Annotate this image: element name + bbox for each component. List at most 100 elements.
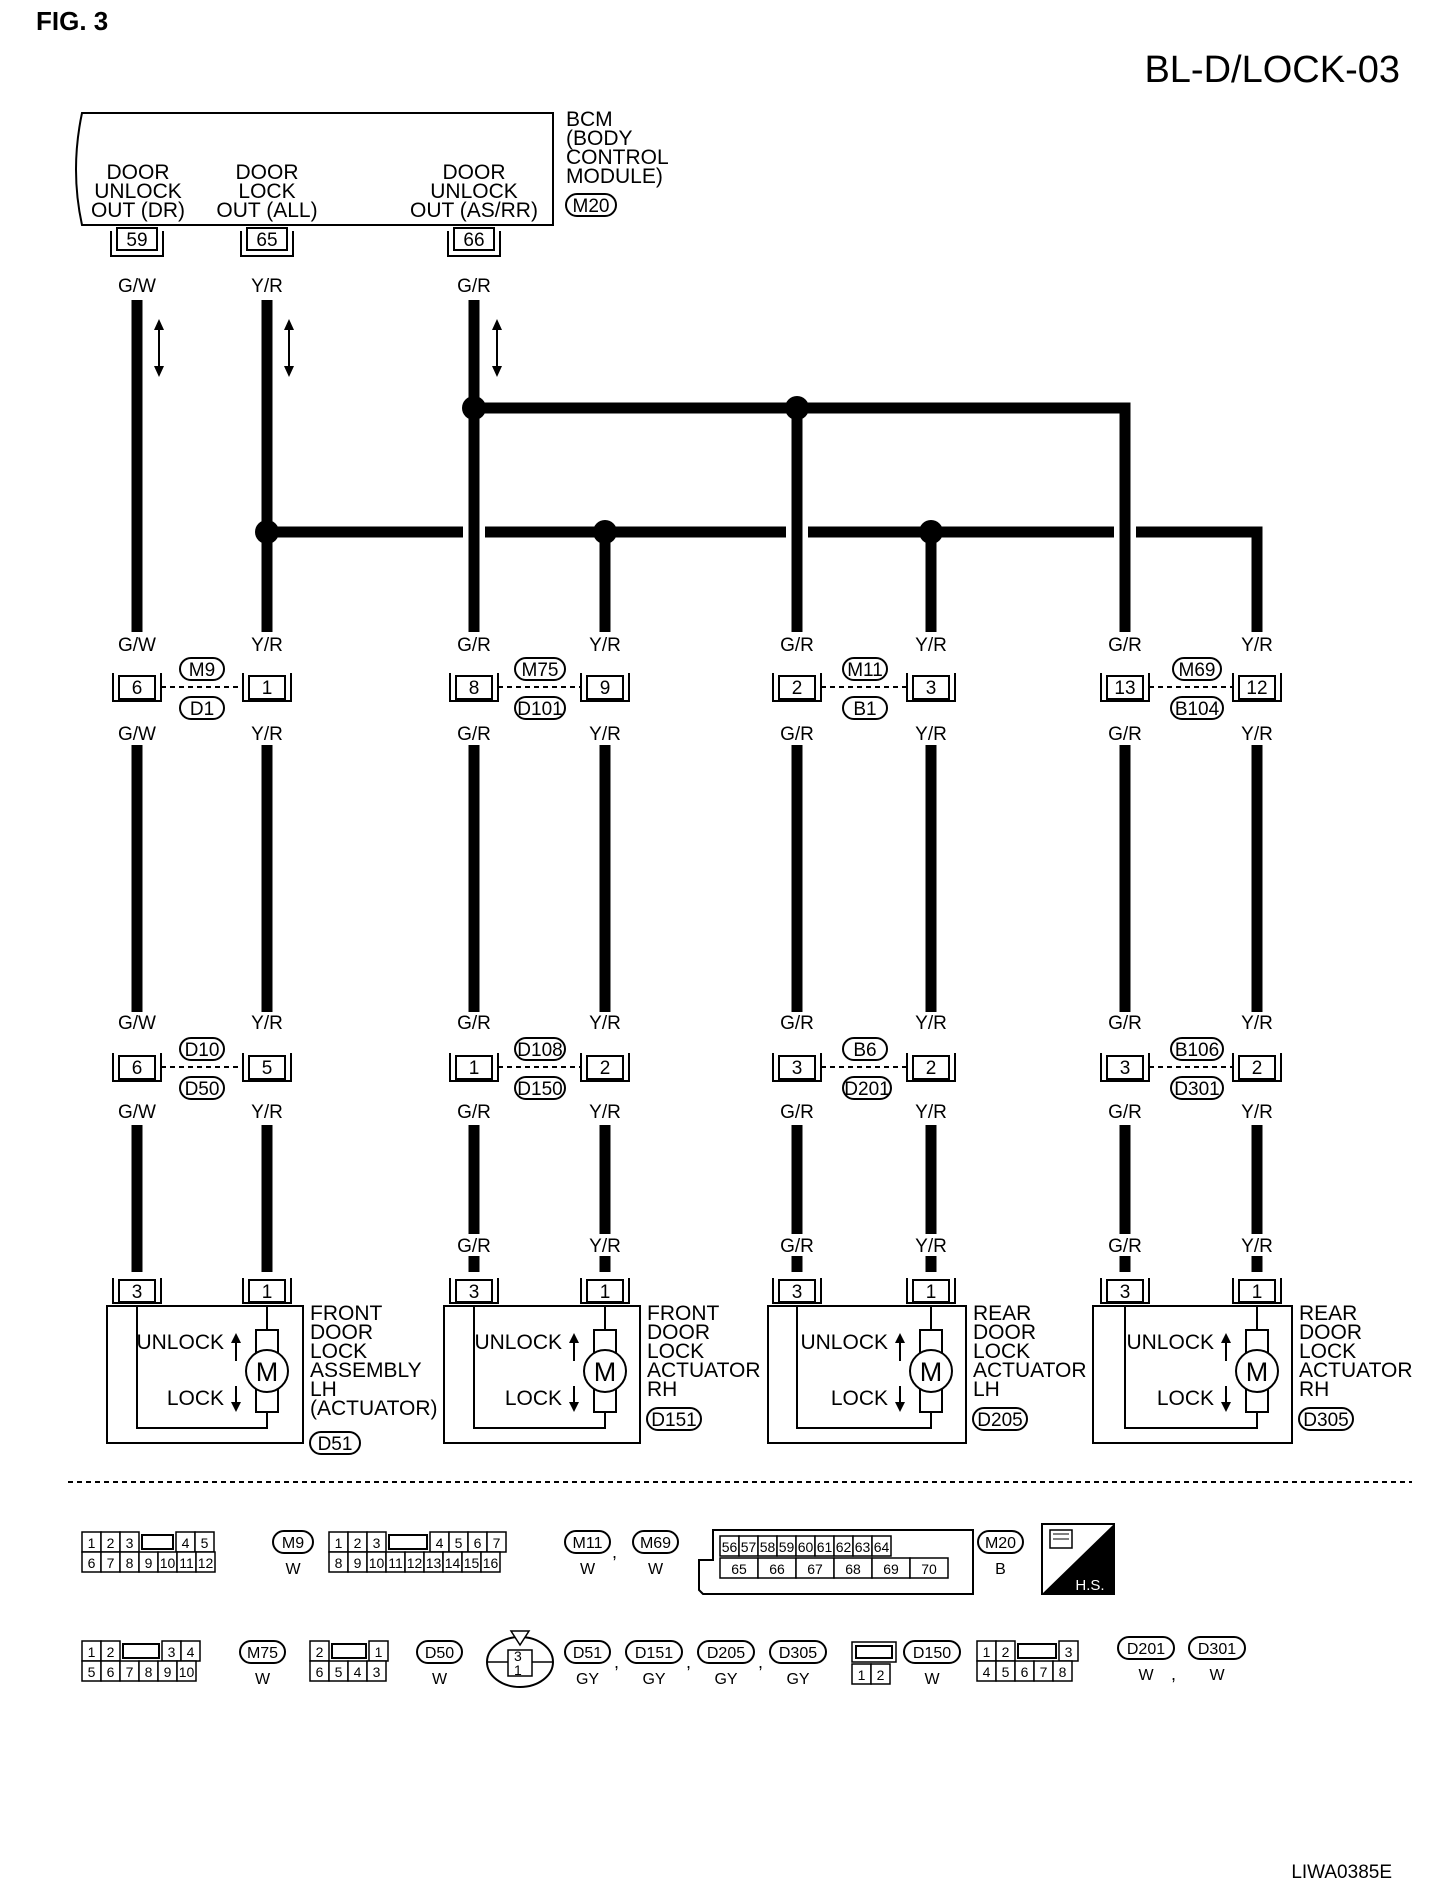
m9-pin-number: 4 [182,1535,190,1551]
svg-text:6: 6 [132,678,143,699]
wire-label: G/W [118,1102,156,1123]
d50-connector-color: W [432,1671,448,1688]
m11-pin-number: 3 [373,1535,381,1551]
figure-label: FIG. 3 [36,6,108,36]
wire-label: Y/R [589,1236,621,1257]
m9-pin-number: 11 [179,1555,194,1571]
svg-text:UNLOCK: UNLOCK [1126,1331,1214,1354]
junction-connector: 13 12 M69 B104 [1100,657,1282,720]
svg-text:D201: D201 [844,1079,889,1100]
svg-text:ACTUATOR: ACTUATOR [973,1359,1087,1382]
actuator-connector: D51 [318,1434,353,1455]
bcm-name-line: CONTROL [566,146,669,169]
m20-pin-number: 60 [798,1539,814,1555]
wire-label: G/R [1108,635,1142,656]
bcm-output-label: LOCK [238,180,295,203]
svg-text:REAR: REAR [1299,1302,1357,1325]
actuator-connector: D151 [651,1410,696,1431]
svg-text:D50: D50 [185,1079,220,1100]
wire-label: G/R [1108,1013,1142,1034]
m20-pin-number: 59 [779,1539,795,1555]
d50-pin-number: 3 [373,1664,381,1680]
svg-text:LH: LH [973,1378,1000,1401]
svg-text:59: 59 [126,230,147,251]
bcm-wire-label: Y/R [251,276,283,297]
m75-pin-number: 2 [107,1644,115,1660]
wire-label: Y/R [1241,635,1273,656]
m11-connector-tag [564,1530,611,1554]
bcm-output-label: OUT (DR) [91,199,185,222]
svg-text:ACTUATOR: ACTUATOR [647,1359,761,1382]
door-lock-actuator: 3 1 M UNLOCK LOCK FRONT DOOR LOCK ACTUAT… [443,1278,761,1444]
m75-pin-number: 9 [164,1664,172,1680]
svg-text:3: 3 [792,1058,803,1079]
round-pin-number: 3 [514,1648,522,1664]
svg-text:B1: B1 [853,699,876,720]
wire-label: Y/R [1241,1013,1273,1034]
m69-connector-id: M69 [640,1535,671,1552]
m9-connector-tag [272,1530,314,1554]
m69-connector-color: W [648,1561,664,1578]
wire-label: G/R [780,635,814,656]
legend-comma: , [758,1652,763,1672]
svg-text:D150: D150 [517,1079,562,1100]
m20-pin-number: 58 [760,1539,776,1555]
motor-icon: M [256,1357,279,1387]
harness-side-icon: H.S. [1041,1523,1115,1595]
wire-label: G/W [118,635,156,656]
round-connector-id: D205 [707,1645,745,1662]
m9-pin-number: 2 [107,1535,115,1551]
svg-text:LOCK: LOCK [1157,1387,1214,1410]
bcm-pin: 59 [110,227,164,257]
m20-pin-number: 56 [722,1539,738,1555]
m75-pin-number: 1 [88,1644,96,1660]
wire-label: Y/R [251,724,283,745]
wire-label: Y/R [915,724,947,745]
svg-text:1: 1 [1252,1282,1263,1303]
m20-connector-id: M20 [985,1535,1016,1552]
m20-pin-number: 65 [731,1561,747,1577]
m75-connector-tag [239,1640,286,1664]
m11-connector-color: W [580,1561,596,1578]
round-connector-key [509,1630,531,1647]
bcm-output-label: UNLOCK [430,180,518,203]
m69-connector-tag [632,1530,679,1554]
wire-label: G/R [1108,724,1142,745]
m20-pin-cell [909,1557,949,1579]
svg-text:LOCK: LOCK [973,1340,1030,1363]
m20-pin-cell [871,1535,892,1557]
svg-text:ACTUATOR: ACTUATOR [1299,1359,1413,1382]
d150-connector-tag [903,1640,961,1664]
d50-pin-cell [366,1660,387,1682]
junction-connector: 3 2 B6 D201 [772,1037,956,1100]
door-lock-actuator: 3 1 M UNLOCK LOCK REAR DOOR LOCK ACTUATO… [1092,1278,1413,1444]
bcm-wire-label: G/W [118,276,156,297]
svg-text:6: 6 [132,1058,143,1079]
m9-connector-color: W [285,1561,301,1578]
m11-pin-number: 11 [388,1555,403,1571]
svg-text:3: 3 [1120,1058,1131,1079]
m20-pin-number: 64 [874,1539,890,1555]
hs-label: H.S. [1075,1577,1104,1594]
bcm-output-label: DOOR [107,161,170,184]
round-connector-tag [564,1640,611,1664]
legend-comma: , [614,1652,619,1672]
wire-label: G/R [780,1236,814,1257]
door-circuit-rear-rh: G/R Y/R 13 12 M69 B104 G/R Y/R G/R Y/R 3… [1092,635,1413,1444]
m11-pin-number: 4 [436,1535,444,1551]
d50-pin-number: 5 [335,1664,343,1680]
bcm-output-label: OUT (ALL) [216,199,317,222]
m20-pin-number: 62 [836,1539,852,1555]
round-connector-tag [769,1640,827,1664]
svg-text:3: 3 [469,1282,480,1303]
m75-pin-cell [176,1660,197,1682]
m11-pin-number: 6 [474,1535,482,1551]
m20-connector-tag [977,1530,1024,1554]
round-connector-id: D305 [779,1645,817,1662]
svg-text:LOCK: LOCK [167,1387,224,1410]
m20-connector-color: B [995,1561,1006,1578]
bus-wires [131,300,1263,632]
svg-text:M9: M9 [189,660,215,681]
m11-pin-number: 2 [354,1535,362,1551]
legend-comma: , [1171,1664,1176,1684]
